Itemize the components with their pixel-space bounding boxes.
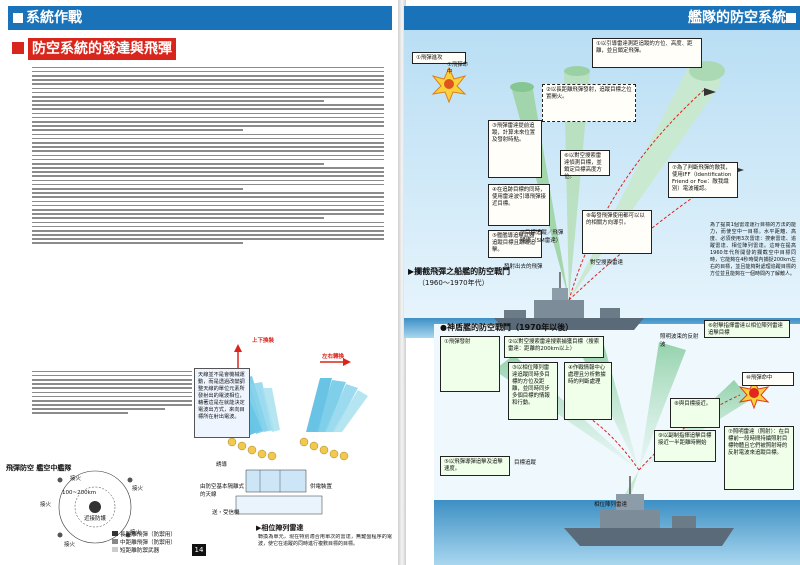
phased-info-box: 天線並不是會機械運動，而是透過改變調整天線的單位元素所發射出的電波相位，藉著這是… — [194, 368, 250, 438]
header-square-icon — [786, 13, 796, 23]
legend-short-range: 短距離防禦武器 — [112, 546, 159, 554]
section1-title: ▶攔截飛彈之船艦的防空戰鬥 — [408, 267, 511, 276]
section2-title: ●神盾艦的防空戰鬥（1970年以後） — [440, 323, 574, 332]
legend-long-range: 長距離飛彈（防禦用） — [112, 530, 176, 538]
label-air-search-radar: 對空搜索雷達 — [590, 260, 624, 266]
section1-sub: （1960～1970年代） — [418, 279, 489, 287]
fire-label-1: 接火 — [70, 476, 82, 482]
right-header-text: 艦隊的防空系統 — [688, 10, 786, 26]
aegis-callout-phased: ③以相位陣列雷達追蹤同時多目標的方位及距離，並同時同步多個目標的情報和行動。 — [508, 362, 558, 420]
radar-transceiver-label: 送・受信機 — [212, 510, 240, 516]
fire-label-5: 接火 — [64, 542, 76, 548]
aegis-callout-cic: ④作戰情報中心處理且分析數據時的判斷處理 — [564, 362, 612, 420]
callout-guidance-radar: ①以引導雷達測距追蹤的方位、高度、距離，並且鎖定飛彈。 — [592, 38, 702, 68]
aegis-label-reflection: 照明波束的反射波 — [660, 334, 699, 348]
phased-info-text: 轉換為單元，現在特別適合用單次的雷達，無鍵盤程序的電波，使它在追蹤的同時進行複數… — [258, 534, 392, 547]
left-header-text: 系統作戰 — [26, 10, 82, 26]
callout-iff: ⑦為了判斷飛彈的敵我，使用IFF（Identification Friend o… — [668, 162, 738, 198]
aegis-callout-search: ②以對空搜索雷達搜索捕獲目標（搜索雷達：距離約200km以上） — [504, 336, 604, 358]
label-launched-missile: 發射出去的飛彈 — [504, 264, 543, 270]
fire-label-4: 接火 — [130, 530, 142, 536]
header-square-icon — [13, 13, 23, 23]
phased-array-caption: ▶相位陣列雷達 — [256, 524, 304, 532]
callout-tracking: ④在追跡目標的同時，使用雷達波引導飛彈接近目標。 — [488, 184, 550, 226]
aegis-callout-fire-control: ⑥射擊指揮雷達以相位陣列雷達追擊目標 — [704, 320, 790, 338]
callout-air-search: ⑥以對空搜索雷達偵測目標，並鎖定目標高度方位。 — [560, 150, 610, 180]
phased-array-diagram — [57, 344, 368, 544]
article-title: 防空系統的發達與飛彈 — [28, 38, 176, 60]
title-bullet — [12, 42, 24, 54]
left-header: 系統作戰 — [8, 6, 392, 30]
aegis-label-tracking: 目標追蹤 — [514, 460, 537, 466]
deck-label: 由防空基本隔離式的天線 — [200, 484, 245, 498]
callout-missile-incoming: ①飛彈進攻 — [412, 52, 466, 64]
aegis-callout-launch: ①飛彈發射 — [440, 336, 500, 392]
close-defense-label: 近接防護 — [84, 516, 107, 522]
legend-mid-range: 中距離飛彈（防禦用） — [112, 538, 176, 546]
aegis-callout-illumination: ⑦照明雷達（照射）：在目標前一段時間持續照射目標物體且它們被照射時的反射電波來追… — [724, 426, 794, 490]
page-number: 14 — [192, 544, 206, 556]
label-target-tracking: ⑨目標追蹤／飛彈隨導（SM雷達） — [520, 230, 564, 244]
side-note: 為了提高1個雷達運行目標的方法的能力，而使空中一目標。水平距離、高度、必須使用3… — [710, 222, 796, 277]
aegis-label-phased-array: 相位陣列雷達 — [594, 502, 628, 508]
aegis-callout-midcourse: ⑨以副制指揮追擊目標接近一半距離時開始 — [654, 430, 716, 462]
callout-iff-detail: ⑧每發飛彈使用都可以以的相關方向導引。 — [582, 210, 652, 254]
fire-label-2: 接火 — [132, 486, 144, 492]
radius-label: 100~200km — [62, 490, 97, 496]
callout-fire-control: ③飛彈雷達提前追蹤，計算未來位置及發射時點。 — [488, 120, 542, 178]
right-header: 艦隊的防空系統 — [404, 6, 800, 30]
left-page: 系統作戰 防空系統的發達與飛彈 — [6, 6, 392, 556]
power-label: 供電裝置 — [310, 484, 333, 490]
left-right-label: 左右轉換 — [322, 354, 345, 360]
article-body-text-2 — [32, 368, 192, 458]
emitter-label: 誘導 — [216, 462, 228, 468]
up-down-label: 上下換裝 — [252, 338, 275, 344]
aegis-callout-pursuit: ⑤以飛彈導彈追擊及追擊速度。 — [440, 456, 510, 476]
callout-long-range-missile: ②以長距離飛彈發射，追蹤目標之位置開火。 — [542, 84, 636, 122]
fire-label-3: 接火 — [40, 502, 52, 508]
page-gutter — [398, 0, 406, 565]
defense-figure-caption: 飛彈防空 艦空中艦隊 — [6, 464, 72, 472]
hit-label-bottom: ⑩飛彈命中 — [742, 372, 794, 386]
aegis-callout-approach: ⑧與目標接近。 — [670, 398, 720, 428]
article-body-text — [32, 64, 384, 366]
callout-pursuit: ⑤艦艦導追擊武器追蹤目標且跟蹤追擊。 — [488, 230, 542, 258]
right-page: 艦隊的防空系統 ①飛彈進攻 ①以引導雷達測距追蹤的方位、高度、距離，並且鎖定飛彈… — [404, 0, 800, 565]
hit-label-top: ①飛彈命中 — [447, 62, 469, 75]
